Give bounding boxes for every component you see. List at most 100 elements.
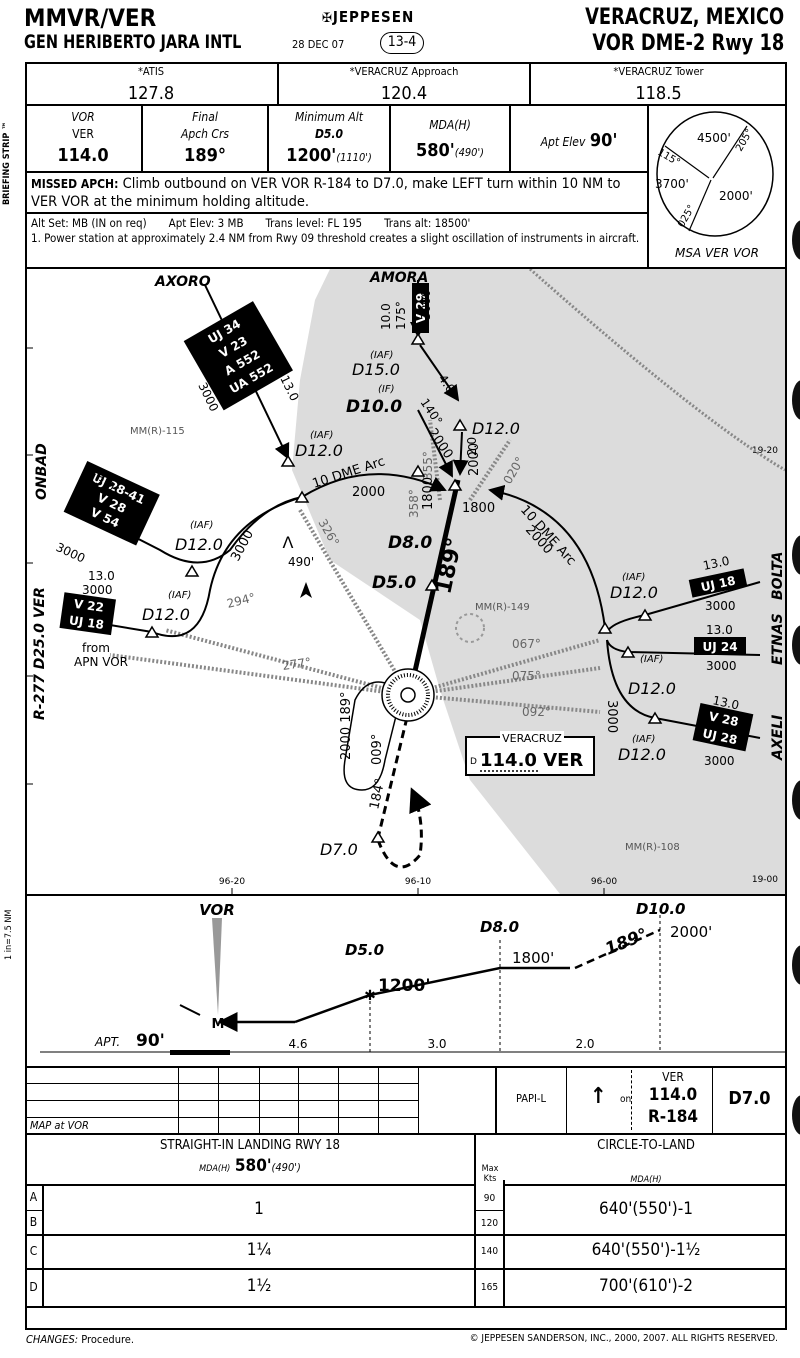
svg-text:3000: 3000 — [705, 599, 736, 613]
lon-label: 96-10 — [405, 877, 431, 887]
svg-text:(IAF): (IAF) — [168, 590, 191, 601]
straight-in-visibility-c: 1¼ — [246, 1240, 272, 1260]
changes-label: CHANGES: — [26, 1333, 79, 1346]
final-course: 189° — [184, 145, 226, 166]
msa-arrow-025 — [688, 179, 712, 232]
fix-etnas: ETNAS — [770, 613, 785, 665]
apn-vor-label: APN VOR — [74, 655, 128, 669]
svg-text:D12.0: D12.0 — [628, 679, 676, 698]
mda-height: (490') — [271, 1161, 301, 1174]
svg-text:D8.0: D8.0 — [388, 533, 432, 553]
radial-294: 294° — [225, 590, 256, 611]
kts-b: 120 — [480, 1218, 499, 1229]
map-marker: M — [212, 1017, 225, 1032]
mda-label: MDA(H) — [429, 118, 471, 132]
ver-radial: R-184 — [647, 1107, 699, 1127]
svg-text:3000: 3000 — [704, 754, 735, 768]
svg-text:3000: 3000 — [419, 289, 433, 320]
final-approach-course — [410, 479, 461, 681]
chart-date: 28 DEC 07 — [292, 38, 345, 51]
comm-label: *ATIS — [137, 65, 165, 78]
route-apn — [79, 496, 303, 638]
circle-mda-label: MDA(H) — [630, 1175, 662, 1185]
svg-text:V 22: V 22 — [73, 597, 105, 615]
copyright: © JEPPESEN SANDERSON, INC., 2000, 2007. … — [469, 1333, 778, 1344]
missed-text: Climb outbound on VER VOR R-184 to D7.0,… — [31, 176, 621, 210]
svg-text:13.0: 13.0 — [711, 693, 740, 712]
fix-axoro: AXORO — [154, 274, 211, 290]
mda-value: 580' — [415, 140, 455, 161]
profile-course: 189° — [602, 925, 650, 960]
intermediate-segment — [574, 928, 661, 970]
msa-circle — [656, 111, 774, 237]
msa-arrow-115 — [664, 145, 710, 179]
missed-approach: MISSED APCH: Climb outbound on VER VOR R… — [31, 175, 643, 211]
holding-pattern — [343, 681, 401, 791]
note-1: 1. Power station at approximately 2.4 NM… — [31, 231, 640, 245]
ver-freq: 114.0 — [648, 1085, 698, 1105]
vor-symbol — [381, 668, 435, 722]
land-area — [292, 269, 785, 894]
papi-label: PAPI-L — [516, 1092, 546, 1105]
scale-label: 1 in=7.5 NM — [4, 909, 14, 960]
profile-alt-1200: 1200' — [378, 976, 431, 996]
binder-hole — [792, 780, 800, 820]
svg-text:3000: 3000 — [54, 540, 88, 566]
svg-text:V 29: V 29 — [414, 293, 428, 323]
svg-text:D12.0: D12.0 — [295, 441, 343, 460]
svg-text:D5.0: D5.0 — [372, 573, 416, 593]
svg-text:13.0: 13.0 — [702, 554, 731, 573]
category-d: D — [29, 1280, 38, 1294]
circle-minimum-ab: 640'(550')-1 — [599, 1199, 693, 1219]
lat-label-right: 19-00 — [752, 875, 778, 885]
grid-ticks — [27, 347, 605, 894]
comm-label: *VERACRUZ Tower — [613, 65, 704, 78]
procedure-title: VOR DME-2 Rwy 18 — [592, 31, 784, 56]
svg-text:(IAF): (IAF) — [622, 572, 645, 583]
comm-freq: 127.8 — [127, 83, 175, 104]
svg-text:UJ 18: UJ 18 — [68, 613, 105, 632]
msa-diagram: 4500' 3700' 2000' 115° 205° 025° MSA VER… — [655, 111, 774, 260]
profile-alt-2000: 2000' — [670, 923, 712, 941]
segment-distance: 2.0 — [465, 437, 479, 456]
svg-text:3000: 3000 — [82, 583, 113, 597]
missed-label: MISSED APCH: — [31, 177, 119, 191]
distance-3: 2.0 — [575, 1037, 594, 1051]
svg-text:D12.0: D12.0 — [610, 583, 658, 602]
map-at-vor: MAP at VOR — [30, 1119, 89, 1132]
msa-bearing-115: 115° — [656, 147, 682, 169]
fix-r277-d25: R-277 D25.0 VER — [32, 587, 48, 720]
route-d12-final — [452, 431, 469, 476]
straight-in-mda: MDA(H) 580'(490') — [25, 1156, 475, 1176]
apt-elev-label: Apt Elev — [540, 135, 586, 149]
arc-alt-1800-w: 1800 — [421, 477, 436, 510]
svg-text:(IAF): (IAF) — [640, 654, 663, 665]
final-label: Final — [192, 110, 218, 124]
svg-text:D12.0: D12.0 — [175, 535, 223, 554]
missed-dme-fix: D7.0 — [728, 1088, 771, 1109]
vor-beam — [212, 918, 222, 1015]
alt-set: Alt Set: MB (IN on req) — [31, 216, 147, 230]
msa-arrow-205 — [712, 125, 748, 179]
distance-1: 4.6 — [288, 1037, 307, 1051]
vor-freq: 114.0 — [57, 145, 109, 166]
straight-in-visibility-ab: 1 — [254, 1199, 264, 1219]
hold-alt-course: 2000 189° — [339, 691, 354, 760]
descent-path — [294, 966, 570, 1024]
svg-text:13.0: 13.0 — [277, 373, 301, 403]
min-alt-value: 1200' — [286, 145, 337, 166]
radials — [109, 269, 785, 714]
inbound-arrow-icon: ↑ — [590, 1084, 607, 1109]
binder-hole — [792, 945, 800, 985]
missed-approach-path — [376, 704, 412, 839]
obstacle-icon: Λ — [283, 533, 294, 552]
fix-triangles — [144, 332, 663, 843]
mda-height: (490') — [454, 146, 485, 159]
straight-in-visibility-d: 1½ — [246, 1276, 272, 1296]
circle-minimum-c: 640'(550')-1½ — [591, 1240, 701, 1260]
profile-d10: D10.0 — [636, 900, 685, 918]
apt-elev-info: Apt Elev 90' — [511, 130, 647, 151]
vor-label: VOR — [71, 110, 95, 124]
transition-alt: 3000 — [604, 700, 619, 733]
profile-vor-label: VOR — [199, 901, 235, 919]
